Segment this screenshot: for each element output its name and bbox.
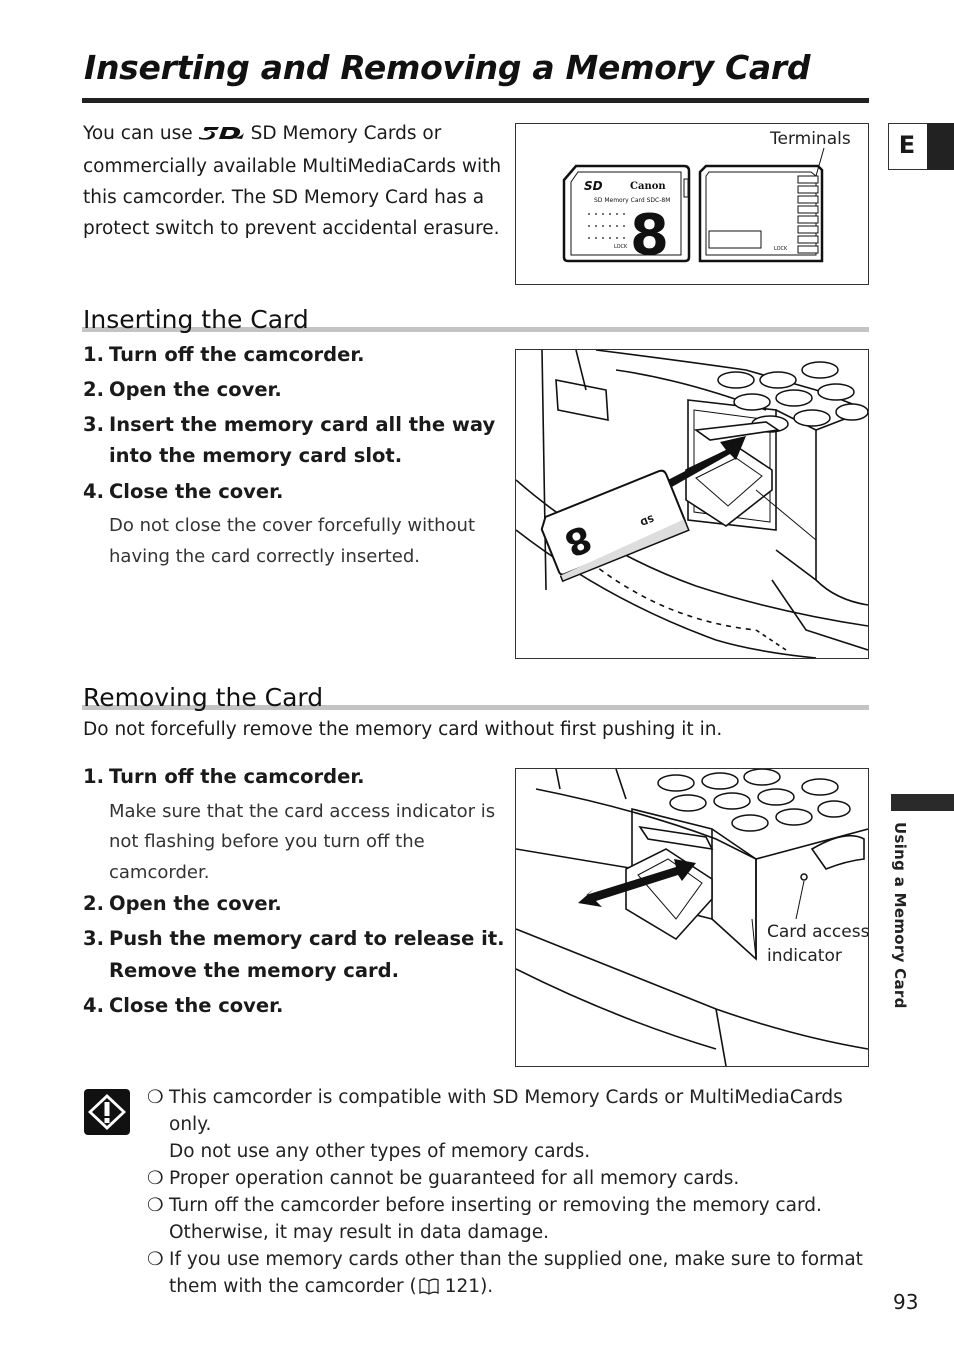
book-reference-icon — [419, 1276, 439, 1303]
caution-note-1: ❍ This camcorder is compatible with SD M… — [147, 1087, 843, 1162]
removing-note-line-1: Make sure that the card access indicator… — [109, 801, 496, 822]
inserting-step-4: 4.Close the cover. — [83, 480, 284, 503]
sd-card-brand: Canon — [630, 181, 666, 192]
memory-card-figure: Terminals SD Canon SD Memory Card SDC-8M… — [515, 123, 869, 285]
terminals-label: Terminals — [770, 129, 851, 149]
caution-note-3: ❍ Turn off the camcorder before insertin… — [147, 1195, 822, 1243]
removing-step-1: 1.Turn off the camcorder. — [83, 765, 365, 788]
removing-card-figure: Card access indicator — [515, 768, 869, 1067]
inserting-step-3: 3.Insert the memory card all the way — [83, 413, 496, 436]
removing-heading: Removing the Card — [83, 683, 324, 712]
inserting-card-illustration: 8 SD — [516, 350, 868, 658]
card-access-indicator-label-line-1: Card access — [767, 922, 870, 942]
caution-icon — [84, 1089, 130, 1135]
card-access-indicator-label-line-2: indicator — [767, 946, 842, 966]
caution-notes: ❍ This camcorder is compatible with SD M… — [147, 1084, 867, 1303]
sd-card-sd-mark: SD — [584, 179, 603, 193]
inserting-card-figure: 8 SD — [515, 349, 869, 659]
removing-step-3: 3.Push the memory card to release it. — [83, 927, 505, 950]
inserting-step-2: 2.Open the cover. — [83, 378, 282, 401]
sd-card-lock-label: LOCK — [614, 244, 628, 250]
inserting-note-line-2: having the card correctly inserted. — [109, 546, 421, 567]
language-tab-letter: E — [898, 131, 916, 159]
sd-card-capacity: 8 — [630, 203, 669, 268]
inserting-note-line-1: Do not close the cover forcefully withou… — [109, 515, 476, 536]
removing-steps: 1.Turn off the camcorder. Make sure that… — [83, 761, 505, 1031]
removing-warning: Do not forcefully remove the memory card… — [83, 719, 723, 740]
removing-heading-rule — [82, 705, 869, 710]
removing-step-2: 2.Open the cover. — [83, 892, 282, 915]
caution-note-4: ❍ If you use memory cards other than the… — [147, 1246, 867, 1303]
inserting-step-1: 1.Turn off the camcorder. — [83, 343, 365, 366]
caution-note-2: ❍ Proper operation cannot be guaranteed … — [147, 1168, 740, 1189]
removing-note-line-2: not flashing before you turn off the — [109, 831, 425, 852]
removing-step-3-continued: Remove the memory card. — [109, 959, 399, 982]
svg-text:SD: SD — [638, 512, 655, 526]
sd-logo-icon — [197, 120, 245, 151]
removing-step-4: 4.Close the cover. — [83, 994, 284, 1017]
sd-card-model: SD Memory Card SDC-8M — [594, 197, 670, 204]
page-number: 93 — [893, 1290, 919, 1314]
removing-card-illustration — [516, 769, 868, 1066]
side-section-bar — [891, 794, 954, 811]
side-section-label: Using a Memory Card — [891, 822, 909, 1009]
memory-card-illustration: SD Canon SD Memory Card SDC-8M 8 LOCK LO… — [562, 147, 825, 268]
language-tab: E — [888, 123, 954, 170]
inserting-step-3-continued: into the memory card slot. — [109, 444, 403, 467]
mmc-lock-label: LOCK — [774, 246, 788, 252]
inserting-heading-rule — [82, 327, 869, 332]
inserting-heading: Inserting the Card — [83, 305, 309, 334]
removing-note-line-3: camcorder. — [109, 862, 210, 883]
page-title: Inserting and Removing a Memory Card — [84, 48, 811, 87]
title-rule — [82, 98, 869, 103]
inserting-steps: 1.Turn off the camcorder. 2.Open the cov… — [83, 339, 503, 579]
